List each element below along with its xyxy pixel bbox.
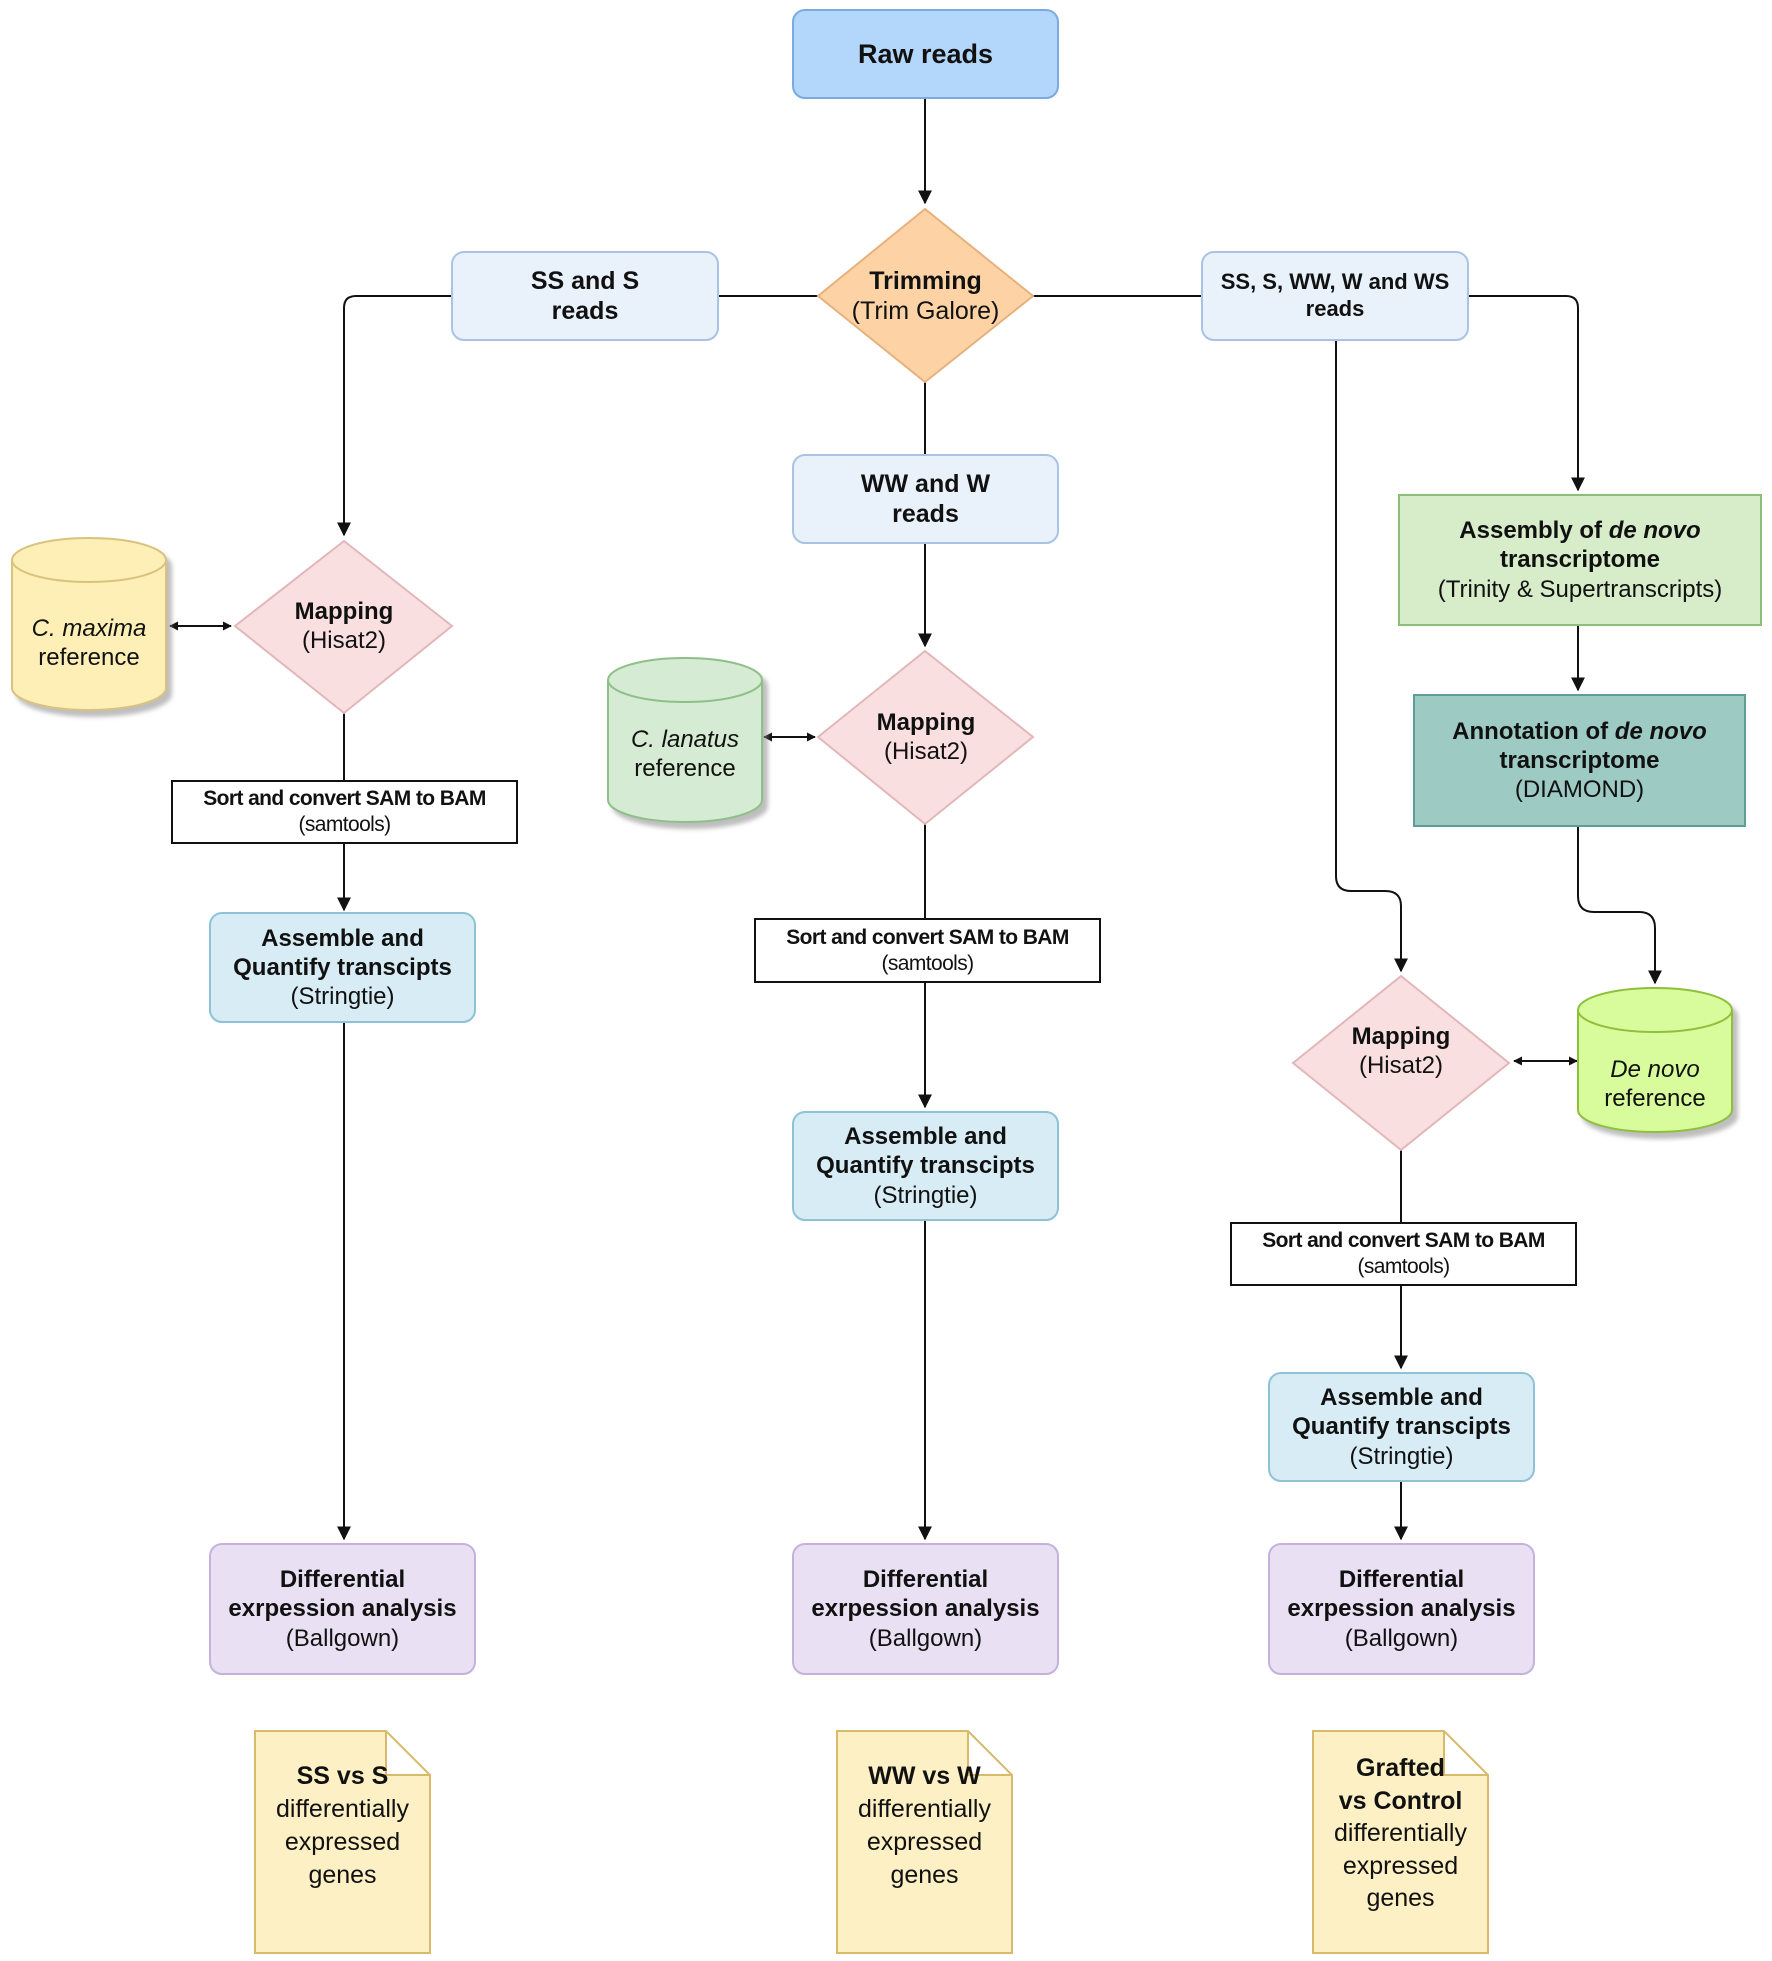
middle-sort-convert-node[interactable] — [754, 918, 1101, 983]
right-mapping-node[interactable] — [1291, 974, 1511, 1152]
right-assemble-node[interactable] — [1268, 1372, 1535, 1482]
trimming-decision-node[interactable] — [816, 207, 1035, 384]
cmaxima-reference-db[interactable] — [11, 537, 167, 711]
left-differential-node[interactable] — [209, 1543, 476, 1675]
middle-result-document[interactable] — [836, 1730, 1013, 1954]
clanatus-reference-db[interactable] — [607, 657, 763, 823]
left-result-document[interactable] — [254, 1730, 431, 1954]
right-differential-node[interactable] — [1268, 1543, 1535, 1675]
left-mapping-node[interactable] — [233, 539, 454, 715]
right-result-document[interactable] — [1312, 1730, 1489, 1954]
edge-annotation-to-denovo-db — [1577, 826, 1662, 985]
assembly-de-novo-node[interactable] — [1398, 494, 1762, 626]
edge-ss-to-left-mapping — [337, 295, 452, 537]
middle-differential-node[interactable] — [792, 1543, 1059, 1675]
all-reads-node[interactable] — [1201, 251, 1469, 341]
raw-reads-node[interactable] — [792, 9, 1059, 99]
middle-mapping-node[interactable] — [816, 649, 1035, 826]
middle-assemble-node[interactable] — [792, 1111, 1059, 1221]
left-assemble-node[interactable] — [209, 912, 476, 1023]
annotation-de-novo-node[interactable] — [1413, 694, 1746, 827]
connectors — [169, 98, 1662, 1541]
left-sort-convert-node[interactable] — [171, 780, 518, 844]
edge-all-to-right-mapping — [1335, 340, 1408, 973]
edge-all-to-assembly — [1468, 295, 1585, 492]
right-sort-convert-node[interactable] — [1230, 1222, 1577, 1286]
ww-w-reads-node[interactable] — [792, 454, 1059, 544]
de-novo-reference-db[interactable] — [1577, 987, 1733, 1133]
ss-s-reads-node[interactable] — [451, 251, 719, 341]
